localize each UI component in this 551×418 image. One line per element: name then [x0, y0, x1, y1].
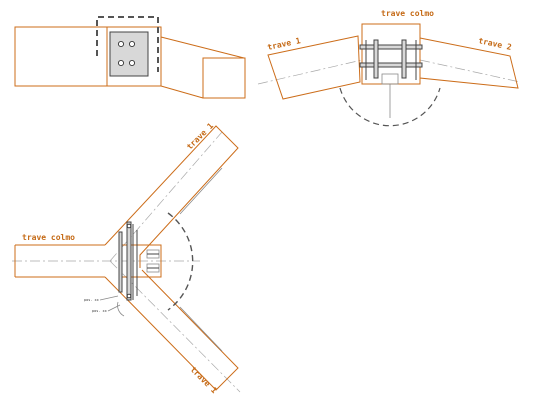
ridge-beam-connection [106, 26, 162, 87]
rafter-section [202, 57, 246, 99]
ridge-beam-plan [361, 23, 421, 85]
plan-view-detail: trave colmo trave 1 trave 2 [257, 9, 521, 127]
elevation-steel-plates [118, 221, 160, 301]
callout-leader-2 [107, 304, 121, 312]
plan-steel-plates [359, 39, 423, 85]
ridge-beam-end [14, 26, 108, 87]
callout-leader-1 [99, 295, 119, 301]
axis-right [419, 59, 521, 83]
bolt-group [117, 40, 136, 67]
label-trave-1-top: trave 1 [267, 36, 302, 52]
label-trave-1-upper: trave 1 [185, 121, 215, 151]
axis-lower-diag [109, 260, 241, 393]
label-trave-1-lower: trave 1 [189, 365, 219, 395]
axis-upper-diag [109, 131, 223, 262]
rafter-1-plan [267, 35, 361, 100]
callout-2: pos. xx [92, 309, 107, 313]
rotation-arc [339, 87, 441, 127]
label-trave-colmo-top: trave colmo [381, 9, 434, 18]
small-arc [117, 301, 125, 317]
elevation-detail: trave colmo trave 1 trave 1 pos. xx pos.… [12, 121, 241, 395]
side-view-detail [14, 16, 246, 99]
inner-line-lower [179, 306, 223, 352]
callout-1: pos. xx [84, 298, 99, 302]
rafter-top-edge [160, 36, 245, 59]
upper-rafter [104, 125, 239, 268]
lower-rafter [104, 269, 239, 391]
inner-line-upper [179, 167, 223, 215]
rotation-arc-elevation [167, 212, 194, 311]
rafter-bottom-edge [160, 85, 204, 99]
label-trave-colmo-bottom: trave colmo [22, 233, 75, 242]
steel-plate [109, 31, 149, 77]
label-trave-2-top: trave 2 [478, 36, 513, 52]
